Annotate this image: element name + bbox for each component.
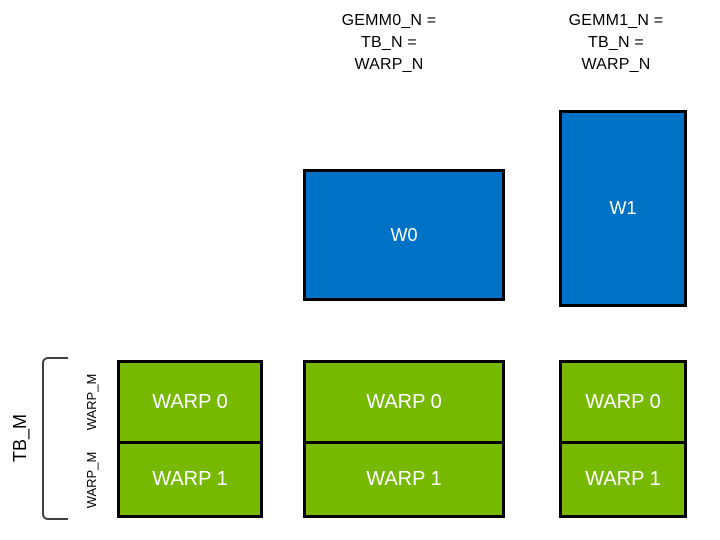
warp-row: WARP 1: [306, 444, 502, 515]
warp-stack-right: WARP 0 WARP 1: [559, 360, 687, 518]
warp-stack-middle: WARP 0 WARP 1: [303, 360, 505, 518]
warp-row-label: WARP 0: [585, 390, 661, 413]
warp-row: WARP 1: [120, 444, 260, 515]
warp-fragment-label: W1: [609, 198, 637, 218]
header-line: WARP_N: [354, 56, 424, 73]
warp-row: WARP 1: [562, 444, 684, 515]
tb-m-axis-label: TB_M: [10, 414, 30, 463]
warp-row-label: WARP 1: [152, 468, 228, 490]
warp-row-label: WARP 1: [585, 468, 661, 490]
warp-m-axis-label-0: WARP_M: [84, 373, 99, 431]
header-line: TB_N =: [588, 34, 644, 51]
column-header-gemm0: GEMM0_N = TB_N = WARP_N: [289, 10, 489, 76]
warp-row: WARP 0: [306, 363, 502, 444]
warp-row-label: WARP 0: [152, 390, 228, 413]
warp-fragment-box-w0: W0: [303, 169, 505, 301]
warp-fragment-box-w1: W1: [559, 110, 687, 307]
warp-row-label: WARP 1: [366, 468, 442, 490]
warp-row: WARP 0: [120, 363, 260, 444]
tb-m-bracket: [42, 357, 68, 520]
warp-stack-left: WARP 0 WARP 1: [117, 360, 263, 518]
header-line: TB_N =: [361, 34, 417, 51]
warp-fragment-label: W0: [390, 224, 418, 245]
warp-row: WARP 0: [562, 363, 684, 444]
header-line: GEMM0_N =: [341, 12, 437, 29]
header-line: WARP_N: [581, 56, 651, 73]
warp-row-label: WARP 0: [366, 390, 442, 413]
column-header-gemm1: GEMM1_N = TB_N = WARP_N: [516, 10, 716, 76]
header-line: GEMM1_N =: [568, 12, 664, 29]
warp-m-axis-label-1: WARP_M: [84, 451, 99, 509]
